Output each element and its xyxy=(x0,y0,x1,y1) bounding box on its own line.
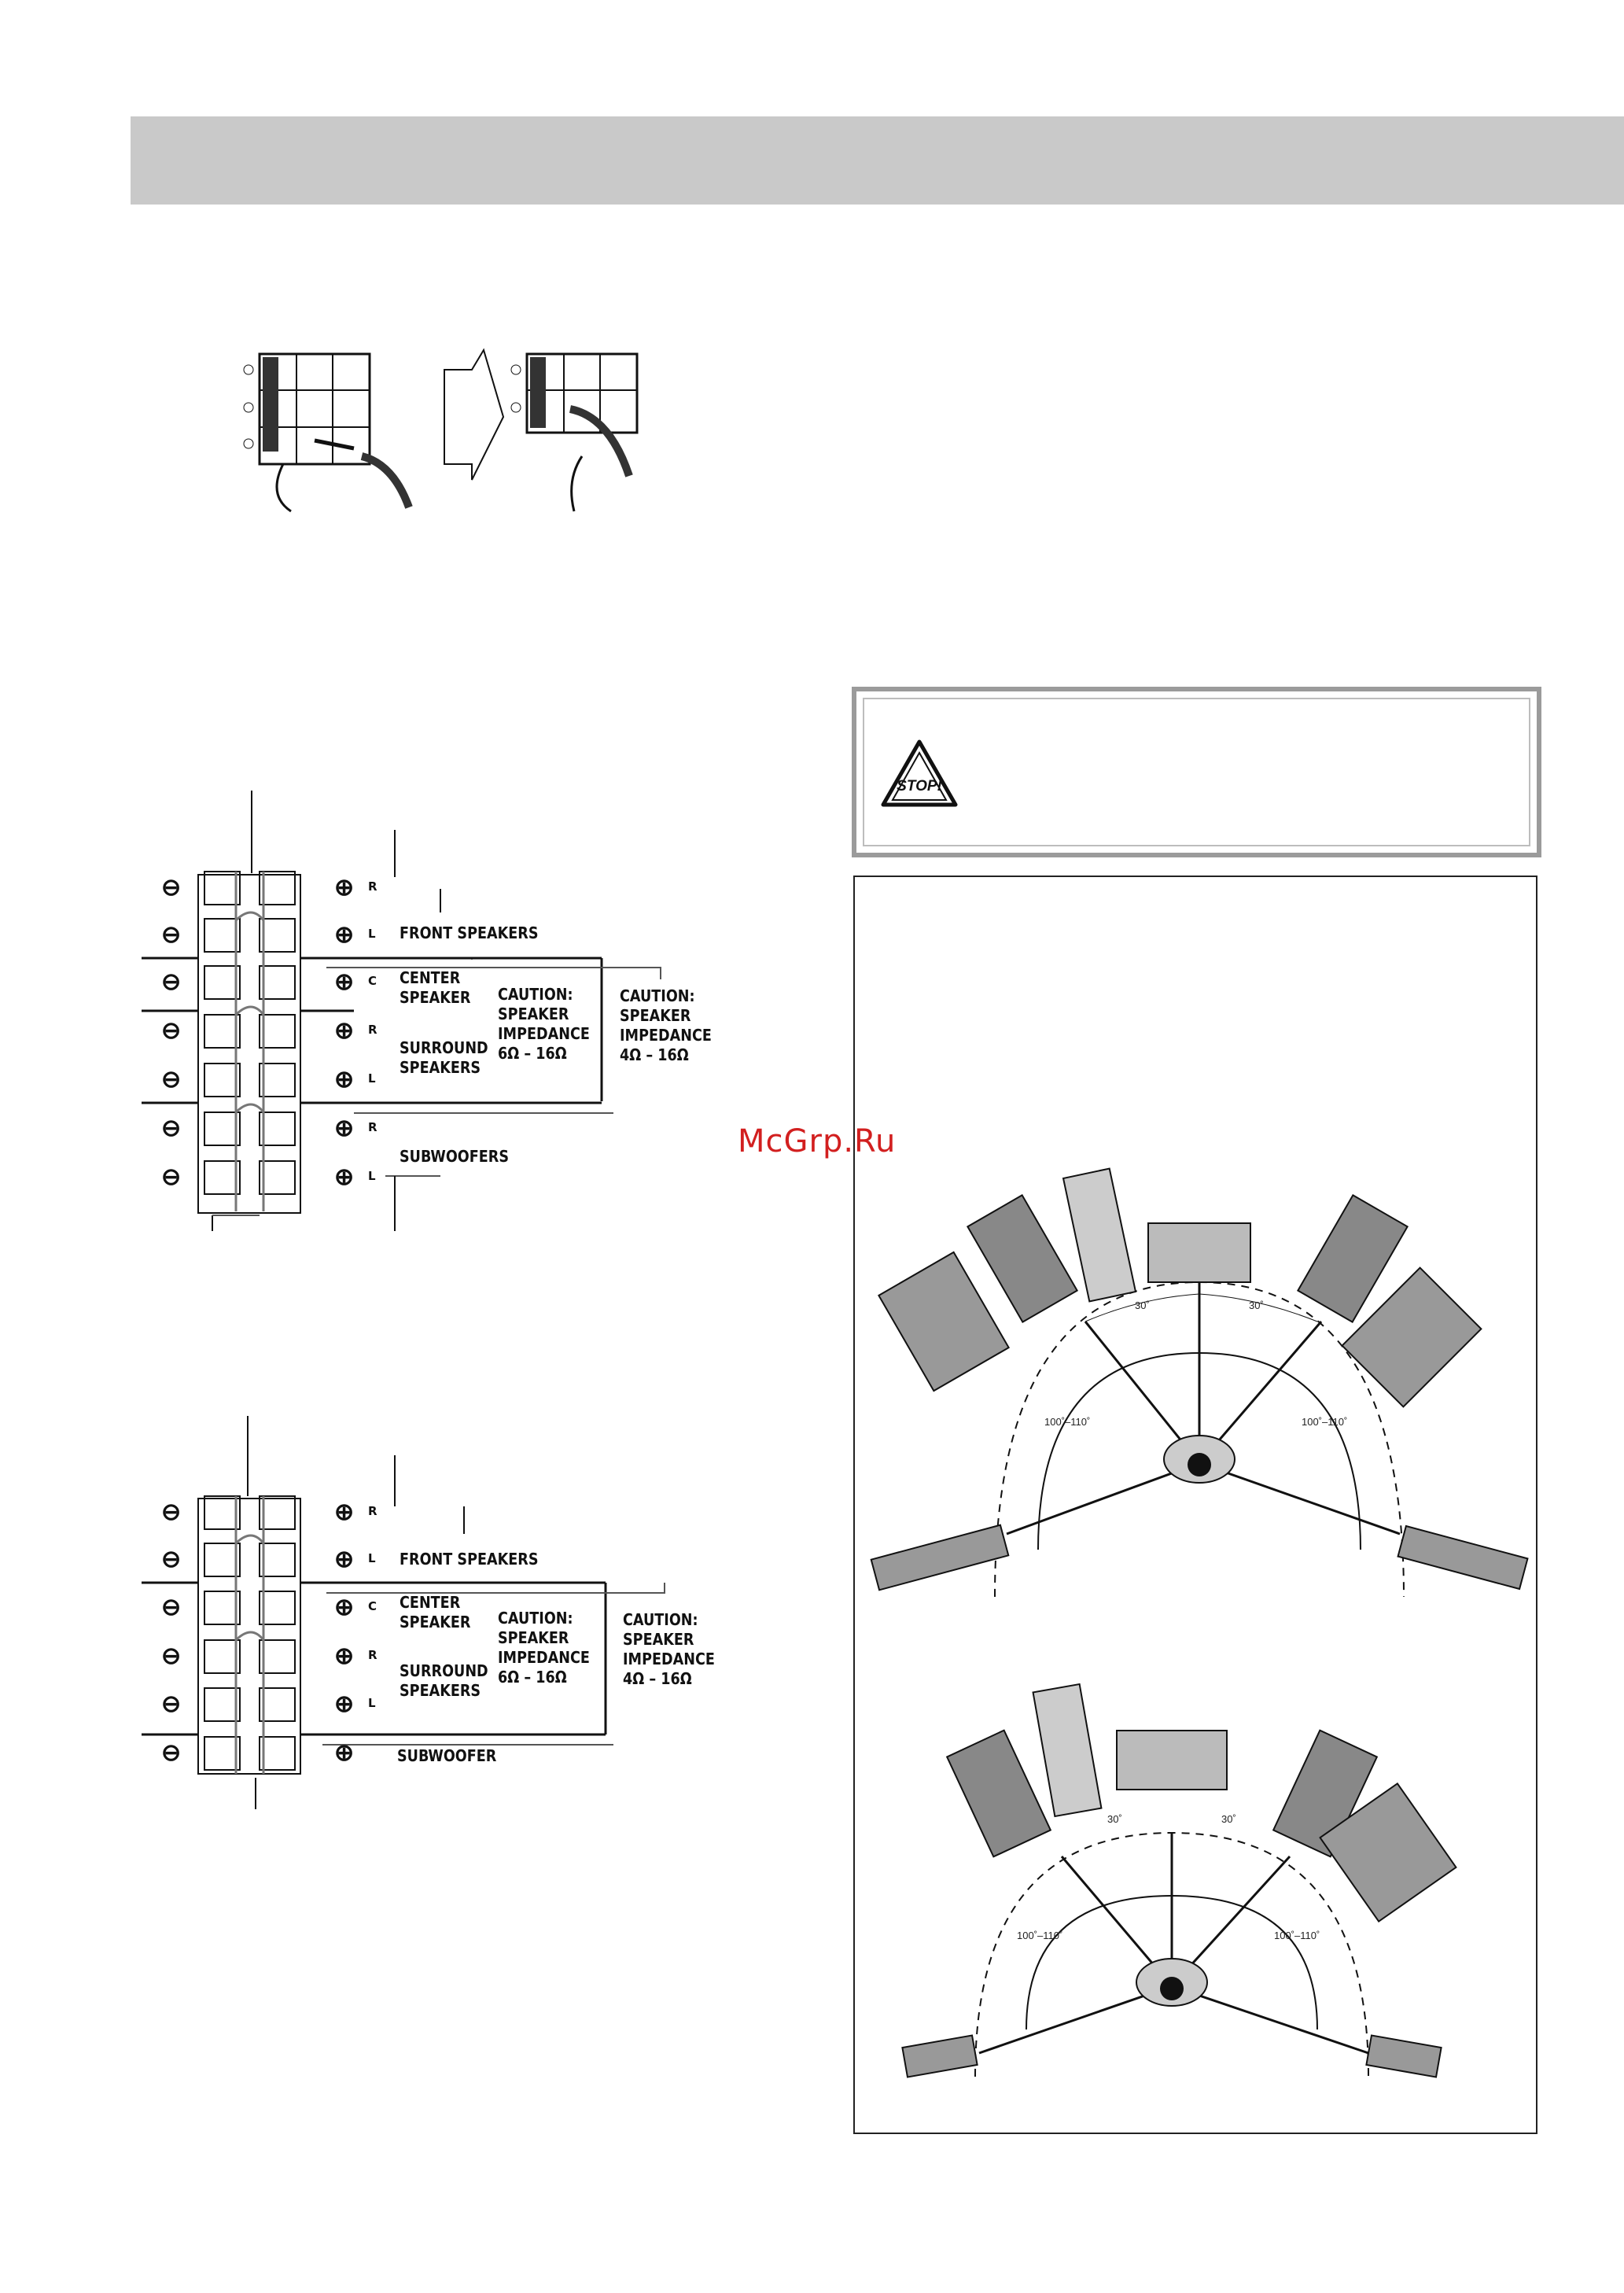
svg-text:⊖: ⊖ xyxy=(161,1594,181,1620)
svg-text:⊖: ⊖ xyxy=(161,1691,181,1717)
surround-right-speaker xyxy=(1365,2034,1442,2078)
angle-front-left: 30˚ xyxy=(1107,1813,1122,1825)
front-right-speaker xyxy=(1272,1729,1379,1858)
terminal-label: R xyxy=(368,1648,377,1662)
svg-text:⊕: ⊕ xyxy=(334,1691,354,1717)
svg-text:⊕: ⊕ xyxy=(334,1740,354,1766)
svg-text:⊕: ⊕ xyxy=(334,1499,354,1525)
terminal-label: L xyxy=(368,1169,376,1183)
svg-text:⊕: ⊕ xyxy=(334,1164,354,1190)
caution-impedance-4-16: CAUTION: SPEAKER IMPEDANCE 4Ω – 16Ω xyxy=(620,986,712,1064)
terminal-label: R xyxy=(368,879,377,894)
surround-speakers-label: SURROUND SPEAKERS xyxy=(400,1661,488,1700)
svg-text:⊖: ⊖ xyxy=(161,1018,181,1044)
subwoofer-tower xyxy=(1032,1683,1103,1818)
front-speakers-label: FRONT SPEAKERS xyxy=(400,923,539,942)
terminal-label: L xyxy=(368,1696,376,1710)
surround-left-speaker xyxy=(870,1524,1010,1591)
stop-notice-box: STOP! xyxy=(852,687,1541,857)
arrow-right-icon xyxy=(444,348,505,481)
wiring-diagram-subwoofers: ⊖ ⊖ ⊖ ⊖ ⊖ ⊖ ⊖ ⊕ ⊕ ⊕ ⊕ ⊕ ⊕ ⊕ xyxy=(142,791,661,1231)
terminal-label: R xyxy=(368,1023,377,1037)
angle-surround-right: 100˚–110˚ xyxy=(1274,1930,1320,1941)
front-left-speaker xyxy=(945,1729,1052,1858)
surround-left-speaker xyxy=(901,2034,978,2078)
plus-sign: ⊕ xyxy=(334,875,354,901)
angle-surround-left: 100˚–110˚ xyxy=(1044,1416,1091,1428)
stop-warning-icon: STOP! xyxy=(881,739,958,807)
caution-impedance-4-16: CAUTION: SPEAKER IMPEDANCE 4Ω – 16Ω xyxy=(623,1610,715,1688)
terminal-label: C xyxy=(368,1599,377,1613)
terminal-label: L xyxy=(368,927,376,941)
subwoofers-label: SUBWOOFERS xyxy=(400,1147,510,1166)
center-speaker-label: CENTER SPEAKER xyxy=(400,968,471,1007)
speaker-placement-diagram-subwoofers xyxy=(870,1167,1529,1597)
minus-sign: ⊖ xyxy=(161,875,181,901)
section-header-bar xyxy=(131,116,1624,205)
right-subwoofer xyxy=(1319,1782,1457,1923)
speaker-placement-frame xyxy=(853,876,1537,2134)
terminal-label: C xyxy=(368,974,377,988)
angle-surround-left: 100˚–110˚ xyxy=(1017,1930,1063,1941)
svg-text:⊕: ⊕ xyxy=(334,1018,354,1044)
terminal-label: L xyxy=(368,1551,376,1565)
svg-text:⊕: ⊕ xyxy=(334,1067,354,1093)
surround-speakers-label: SURROUND SPEAKERS xyxy=(400,1038,488,1077)
front-speakers-label: FRONT SPEAKERS xyxy=(400,1550,539,1569)
svg-text:⊖: ⊖ xyxy=(161,1067,181,1093)
svg-text:⊕: ⊕ xyxy=(334,1115,354,1141)
front-left-speaker xyxy=(966,1194,1079,1323)
svg-text:⊖: ⊖ xyxy=(161,1740,181,1766)
listener xyxy=(1136,1958,1208,2007)
right-subwoofer xyxy=(1341,1266,1482,1408)
svg-text:⊖: ⊖ xyxy=(161,1115,181,1141)
svg-text:⊕: ⊕ xyxy=(334,969,354,995)
angle-front-right: 30˚ xyxy=(1221,1813,1236,1825)
terminal-insertion-illustration xyxy=(243,348,639,513)
terminal-block-after xyxy=(510,352,639,512)
terminal-label: R xyxy=(368,1504,377,1518)
svg-text:⊖: ⊖ xyxy=(161,969,181,995)
caution-impedance-6-16: CAUTION: SPEAKER IMPEDANCE 6Ω – 16Ω xyxy=(498,1609,590,1687)
subwoofer-label: SUBWOOFER xyxy=(397,1746,497,1765)
svg-text:⊖: ⊖ xyxy=(161,1164,181,1190)
svg-text:STOP!: STOP! xyxy=(897,778,942,794)
caution-impedance-6-16: CAUTION: SPEAKER IMPEDANCE 6Ω – 16Ω xyxy=(498,985,590,1063)
svg-text:⊕: ⊕ xyxy=(334,1643,354,1669)
angle-surround-right: 100˚–110˚ xyxy=(1302,1416,1348,1428)
svg-text:⊖: ⊖ xyxy=(161,1546,181,1572)
center-unit xyxy=(1116,1730,1228,1790)
terminal-label: L xyxy=(368,1071,376,1086)
front-right-speaker xyxy=(1296,1194,1409,1323)
svg-text:⊕: ⊕ xyxy=(334,922,354,948)
speaker-placement-diagram-subwoofer xyxy=(901,1683,1457,2078)
stop-notice-inner-border xyxy=(863,698,1530,846)
svg-text:⊖: ⊖ xyxy=(161,922,181,948)
terminal-block-before xyxy=(243,352,413,513)
angle-front-left: 30˚ xyxy=(1135,1299,1150,1311)
watermark: McGrp.Ru xyxy=(738,1123,897,1159)
terminal-label: R xyxy=(368,1120,377,1134)
svg-text:⊕: ⊕ xyxy=(334,1594,354,1620)
surround-area-speaker xyxy=(878,1251,1010,1392)
wiring-diagram-subwoofer: ⊖ ⊖ ⊖ ⊖ ⊖ ⊖ ⊕ ⊕ ⊕ ⊕ ⊕ ⊕ xyxy=(142,1416,665,1809)
listener xyxy=(1163,1435,1235,1484)
terminal-column xyxy=(197,871,301,1214)
center-unit xyxy=(1147,1222,1251,1283)
svg-text:⊖: ⊖ xyxy=(161,1499,181,1525)
angle-front-right: 30˚ xyxy=(1249,1299,1264,1311)
svg-text:⊕: ⊕ xyxy=(334,1546,354,1572)
svg-text:⊖: ⊖ xyxy=(161,1643,181,1669)
center-speaker-label: CENTER SPEAKER xyxy=(400,1593,471,1631)
surround-right-speaker xyxy=(1397,1524,1529,1591)
subwoofer-tower xyxy=(1062,1167,1137,1303)
